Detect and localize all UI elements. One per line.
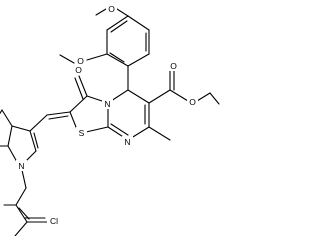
atom-label-s-thiazole: S	[79, 128, 85, 138]
atom-label-n-ring: N	[104, 99, 110, 109]
atom-label-o-methoxy-top: O	[108, 4, 115, 14]
molecule-structure-diagram: O O O N O O S N N Cl	[0, 3, 220, 236]
atom-label-o-ester-carbonyl: O	[170, 61, 177, 71]
atom-labels: O O O N O O S N N Cl	[16, 3, 198, 226]
atom-label-n-pyrimidine: N	[124, 137, 130, 147]
atom-label-cl: Cl	[50, 216, 58, 226]
atom-label-n-indole: N	[18, 161, 24, 171]
atom-label-o-ketone: O	[75, 65, 82, 75]
bond-lines	[0, 8, 220, 236]
atom-label-o-ester-alkoxy: O	[189, 97, 196, 107]
atom-label-o-methoxy-ortho: O	[77, 56, 84, 66]
